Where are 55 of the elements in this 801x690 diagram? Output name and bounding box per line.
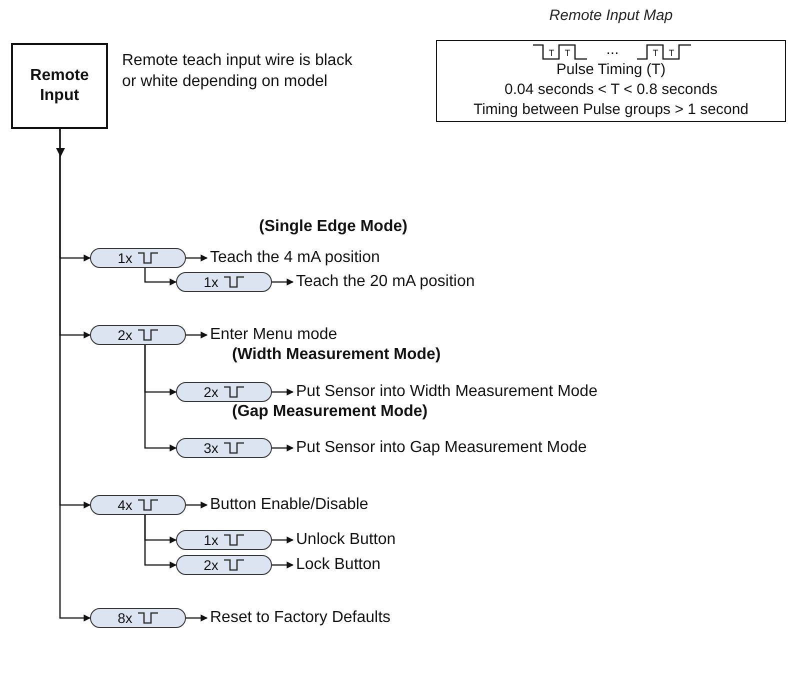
pulse-count-pill [90, 248, 186, 268]
action-text: Put Sensor into Width Measurement Mode [296, 383, 598, 401]
note-text: Remote teach input wire is black or white depending on model [122, 51, 354, 92]
input-box [11, 43, 108, 129]
arrow [144, 268, 177, 286]
action-text: Enter Menu mode [210, 326, 338, 344]
action-text: Teach the 20 mA position [296, 273, 475, 291]
pulse-count: 3x [204, 440, 218, 456]
pulse-count: 1x [118, 250, 132, 266]
timing-note: Pulse Timing (T) [555, 60, 667, 79]
action-text: Put Sensor into Gap Measurement Mode [296, 439, 587, 457]
pulse-width-label: T [564, 48, 572, 58]
arrow [272, 562, 294, 568]
panel-heading: Remote Input Map [548, 7, 674, 24]
pulse-count-pill [90, 325, 186, 345]
arrow [272, 536, 294, 544]
arrow [272, 278, 294, 286]
arrow [144, 345, 177, 452]
pulse-count: 8x [118, 610, 132, 626]
pulse-count-pill [90, 495, 186, 515]
pulse-width-label: T [668, 48, 676, 58]
pulse-count: 2x [204, 384, 218, 400]
arrow [186, 254, 208, 262]
pulse-count: 2x [204, 557, 218, 573]
arrow [59, 129, 91, 622]
pulse-count: 1x [204, 274, 218, 290]
pulse-count-pill [176, 555, 272, 575]
action-text: Teach the 4 mA position [210, 249, 380, 267]
pulse-count-pill [176, 438, 272, 458]
box-title: Remote Input [29, 66, 90, 106]
pulse-count-pill [90, 608, 186, 628]
arrow [186, 502, 208, 508]
mode-heading: (Single Edge Mode) [259, 218, 408, 236]
arrow [272, 444, 294, 452]
pulse-width-label: T [548, 48, 556, 58]
timing-note: 0.04 seconds < T < 0.8 seconds [504, 80, 718, 99]
action-text: Reset to Factory Defaults [210, 609, 391, 627]
arrow [186, 614, 208, 622]
pulse-count-pill [176, 272, 272, 292]
pulse-count: 2x [118, 327, 132, 343]
arrow [144, 515, 177, 568]
action-text: Lock Button [296, 556, 380, 574]
ellipsis-text: ... [605, 40, 620, 58]
mode-heading: (Gap Measurement Mode) [232, 403, 428, 421]
pulse-count-pill [176, 382, 272, 402]
action-text: Button Enable/Disable [210, 496, 368, 514]
arrow [186, 332, 208, 338]
timing-note: Timing between Pulse groups > 1 second [472, 100, 750, 119]
pulse-width-label: T [652, 48, 660, 58]
pulse-count: 1x [204, 532, 218, 548]
pulse-count-pill [176, 530, 272, 550]
action-text: Unlock Button [296, 531, 396, 549]
mode-heading: (Width Measurement Mode) [232, 346, 441, 364]
arrow [272, 388, 294, 396]
pulse-count: 4x [118, 497, 132, 513]
